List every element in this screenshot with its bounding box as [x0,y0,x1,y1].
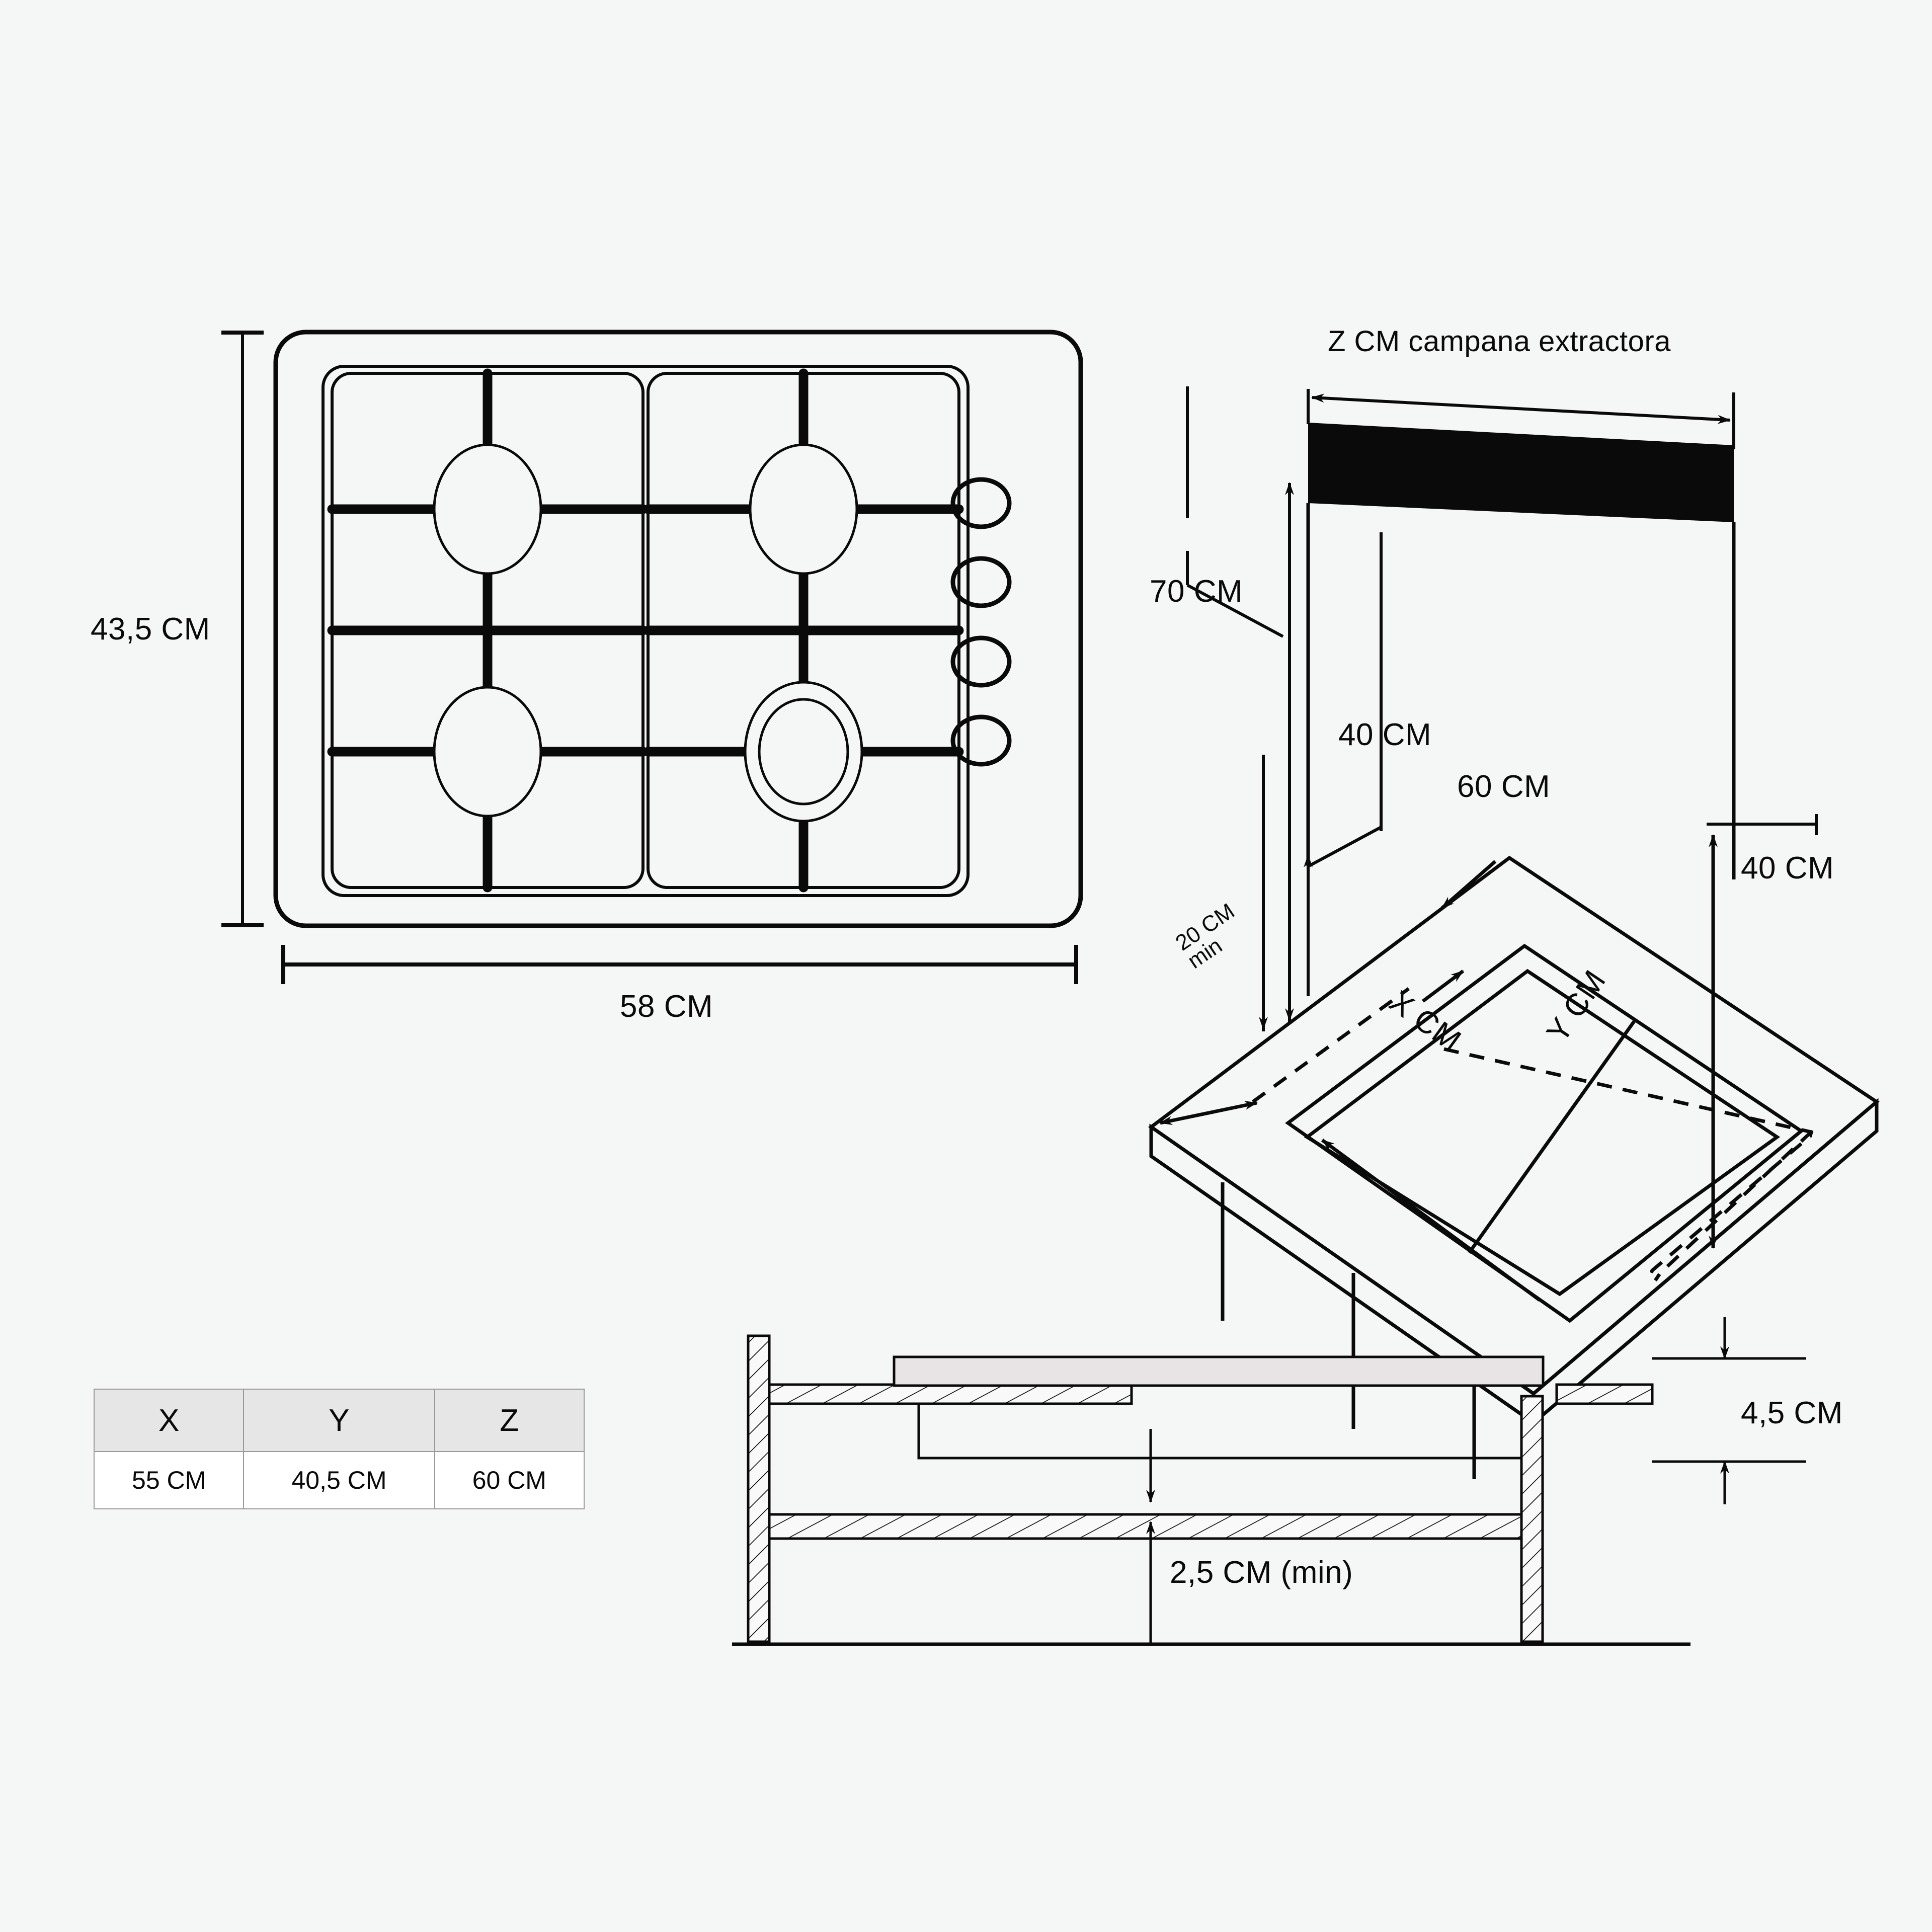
hood-to-floor-leader [1186,584,1284,638]
hood-depth-label: 40 CM [1338,717,1431,753]
hood-title-label: Z CM campana extractora [1328,325,1671,358]
burner-bottom-right-inner-ring [758,698,849,806]
worktop-depth-value: 60 CM [1457,769,1551,804]
hood-width-dimension-arrow [1311,393,1731,424]
cutout-divider [1468,1020,1636,1254]
burner-bottom-left [433,686,542,818]
table-cell-x-value: 55 CM [93,1451,245,1509]
hood-to-floor-label: 70 CM [1150,574,1243,609]
table-header-y: Y [243,1389,435,1452]
hood-projection-lines [1262,755,1291,1031]
hob-height-dimension [221,331,264,927]
control-knob-4[interactable] [950,714,1012,767]
section-worktop-right [1555,1383,1654,1405]
worktop-hidden-edge-dashed-2 [1654,1130,1814,1281]
clearance-label: 2,5 CM (min) [1170,1555,1353,1590]
hood-worktop-perspective-view [1148,386,1880,1479]
table-header-x: X [93,1389,245,1452]
cutout-width-arrow [1321,1139,1541,1302]
section-appliance-top-plate [893,1355,1545,1387]
burner-top-right [749,443,858,575]
hob-height-label: 43,5 CM [91,612,210,647]
side-height-label: 40 CM [1741,850,1834,886]
dimension-spec-table: X Y Z 55 CM 40,5 CM 60 CM [93,1389,585,1509]
hob-width-label: 58 CM [620,989,713,1024]
extractor-hood-body [1308,423,1734,522]
section-right-wall [1520,1395,1544,1643]
control-knob-2[interactable] [950,556,1012,608]
hob-top-view [221,330,1083,984]
section-cabinet-shelf [768,1513,1523,1540]
hob-inner-recess [321,365,970,897]
control-knob-1[interactable] [950,477,1012,529]
table-row: 55 CM 40,5 CM 60 CM [93,1451,585,1509]
installation-cross-section-view [732,1317,1806,1646]
hood-side-edges [1306,503,1736,879]
control-knob-3[interactable] [950,635,1012,688]
table-cell-z-value: 60 CM [434,1451,585,1509]
section-appliance-body [917,1404,1535,1460]
worktop-hidden-edge-dashed [1443,1047,1814,1274]
table-header-row: X Y Z [93,1389,585,1452]
worktop-depth-label: 60 CM [1457,769,1550,804]
cutout-top-tick-arrow [1421,970,1465,1003]
rear-clearance-dashed-guide [1251,987,1410,1103]
rear-clearance-arrow [1159,1101,1258,1125]
hood-inner-face [1307,503,1383,869]
worktop-top-face [1148,855,1880,1396]
section-worktop-left [768,1383,1133,1405]
side-height-value: 40 CM [1741,851,1834,886]
appliance-height-label: 4,5 CM [1741,1396,1843,1430]
hob-outer-body [273,330,1083,928]
section-left-wall [747,1334,771,1643]
table-header-z: Z [434,1389,585,1452]
burner-top-left [433,443,542,575]
worktop-depth-arrow [1440,860,1497,910]
hob-width-dimension [281,945,1078,984]
table-cell-y-value: 40,5 CM [243,1451,435,1509]
appliance-height-dimension [1652,1317,1806,1504]
hood-bottom-edge [1307,826,1382,868]
hood-depth-value: 40 CM [1338,717,1432,752]
